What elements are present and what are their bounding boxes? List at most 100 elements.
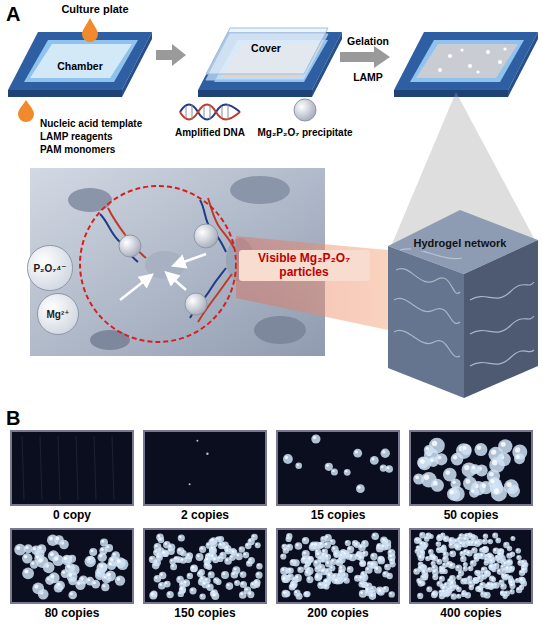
dot-highlight [205, 563, 208, 566]
dot-highlight [284, 549, 286, 551]
amplicon-dot [164, 581, 171, 588]
amplicon-dot [482, 539, 488, 545]
dot-highlight [387, 467, 390, 470]
dot-highlight [222, 572, 225, 575]
dot-highlight [420, 533, 422, 535]
amplicon-dot [313, 559, 321, 567]
dot-highlight [464, 567, 466, 569]
amplicon-dot [359, 561, 366, 568]
dot-highlight [178, 577, 181, 580]
dot-highlight [383, 539, 385, 541]
dot-highlight [333, 547, 336, 550]
dot-highlight [498, 569, 500, 571]
scratch [40, 436, 42, 500]
amplicon-dot [384, 564, 391, 571]
dot-highlight [507, 554, 509, 556]
amplicon-dot [449, 539, 455, 545]
focus-beam [236, 236, 388, 330]
art-polygon [8, 32, 152, 90]
gel-dots [12, 530, 132, 602]
amplicon-dot [255, 572, 262, 579]
dot-highlight [340, 566, 343, 569]
dot-highlight [507, 482, 512, 487]
amplicon-dot [489, 564, 496, 571]
amplicon-dot [500, 591, 505, 596]
amplicon-dot [149, 556, 156, 563]
dot-highlight [496, 556, 498, 558]
amplicon-dot [492, 533, 498, 539]
dot-highlight [150, 557, 153, 560]
dot-highlight [240, 593, 243, 596]
dot-highlight [379, 589, 382, 592]
dot-highlight [452, 481, 456, 485]
dot-highlight [198, 572, 200, 574]
dot-highlight [384, 587, 386, 589]
dot-highlight [313, 436, 316, 439]
dot-highlight [232, 551, 234, 553]
dot-highlight [424, 475, 429, 480]
dot-highlight [335, 553, 337, 555]
block-arrow [340, 46, 390, 68]
amplicon-dot [22, 567, 34, 579]
amplicon-dot [325, 463, 333, 471]
hydrogel-cube [388, 210, 538, 398]
dot-highlight [107, 572, 111, 576]
amplicon-dot [441, 589, 446, 594]
dot-highlight [357, 486, 360, 489]
amplicon-dot [449, 563, 456, 570]
dot-highlight [505, 592, 507, 594]
dot-highlight [296, 544, 299, 547]
amplicon-dot [149, 591, 157, 599]
amplicon-dot [107, 561, 116, 570]
amplicon-dot [449, 580, 456, 587]
amplicon-dot [101, 583, 109, 591]
art-polygon [388, 246, 464, 398]
dot-highlight [255, 580, 258, 583]
dot-highlight [490, 565, 492, 567]
amplicon-dot [503, 542, 509, 548]
amplicon-dot [469, 534, 475, 540]
amplicon-dot [282, 590, 290, 598]
dot-highlight [465, 534, 467, 536]
amplicon-dot [87, 556, 95, 564]
dot-highlight [475, 541, 477, 543]
amplicon-dot [424, 445, 434, 455]
dot-highlight [355, 576, 357, 578]
dot-highlight [101, 540, 104, 543]
dot-highlight [299, 568, 301, 570]
dot-highlight [234, 568, 237, 571]
dot-highlight [181, 558, 183, 560]
dot-highlight [483, 540, 485, 542]
amplicon-dot [425, 533, 431, 539]
panel-letter: B [6, 406, 20, 430]
dot-highlight [303, 551, 306, 554]
amplicon-dot [323, 583, 329, 589]
amplicon-dot [313, 542, 321, 550]
dot-highlight [348, 567, 350, 569]
copy-caption: 150 copies [143, 606, 267, 620]
amplicon-dot [314, 574, 322, 582]
art-circle [503, 47, 506, 50]
amplicon-dot [302, 537, 309, 544]
amplicon-dot [418, 565, 425, 572]
amplicon-dot [204, 577, 210, 583]
gel-dots [411, 530, 531, 602]
dot-highlight [470, 535, 472, 537]
dot-highlight [433, 570, 435, 572]
dot-highlight [500, 580, 502, 582]
amplicon-dot [503, 561, 508, 566]
dot-highlight [423, 571, 425, 573]
gel-dots [411, 432, 531, 504]
art-line [178, 254, 206, 264]
amplicon-dot [456, 594, 461, 599]
dot-highlight [450, 540, 452, 542]
dot-highlight [432, 441, 437, 446]
dot-highlight [419, 581, 421, 583]
amplicon-dot [331, 469, 338, 476]
amplicon-dot [497, 551, 503, 557]
dot-highlight [442, 545, 444, 547]
amplicon-dot [168, 544, 176, 552]
dot-highlight [416, 550, 418, 552]
amplicon-dot [178, 534, 185, 541]
amplicon-dot [389, 558, 395, 564]
